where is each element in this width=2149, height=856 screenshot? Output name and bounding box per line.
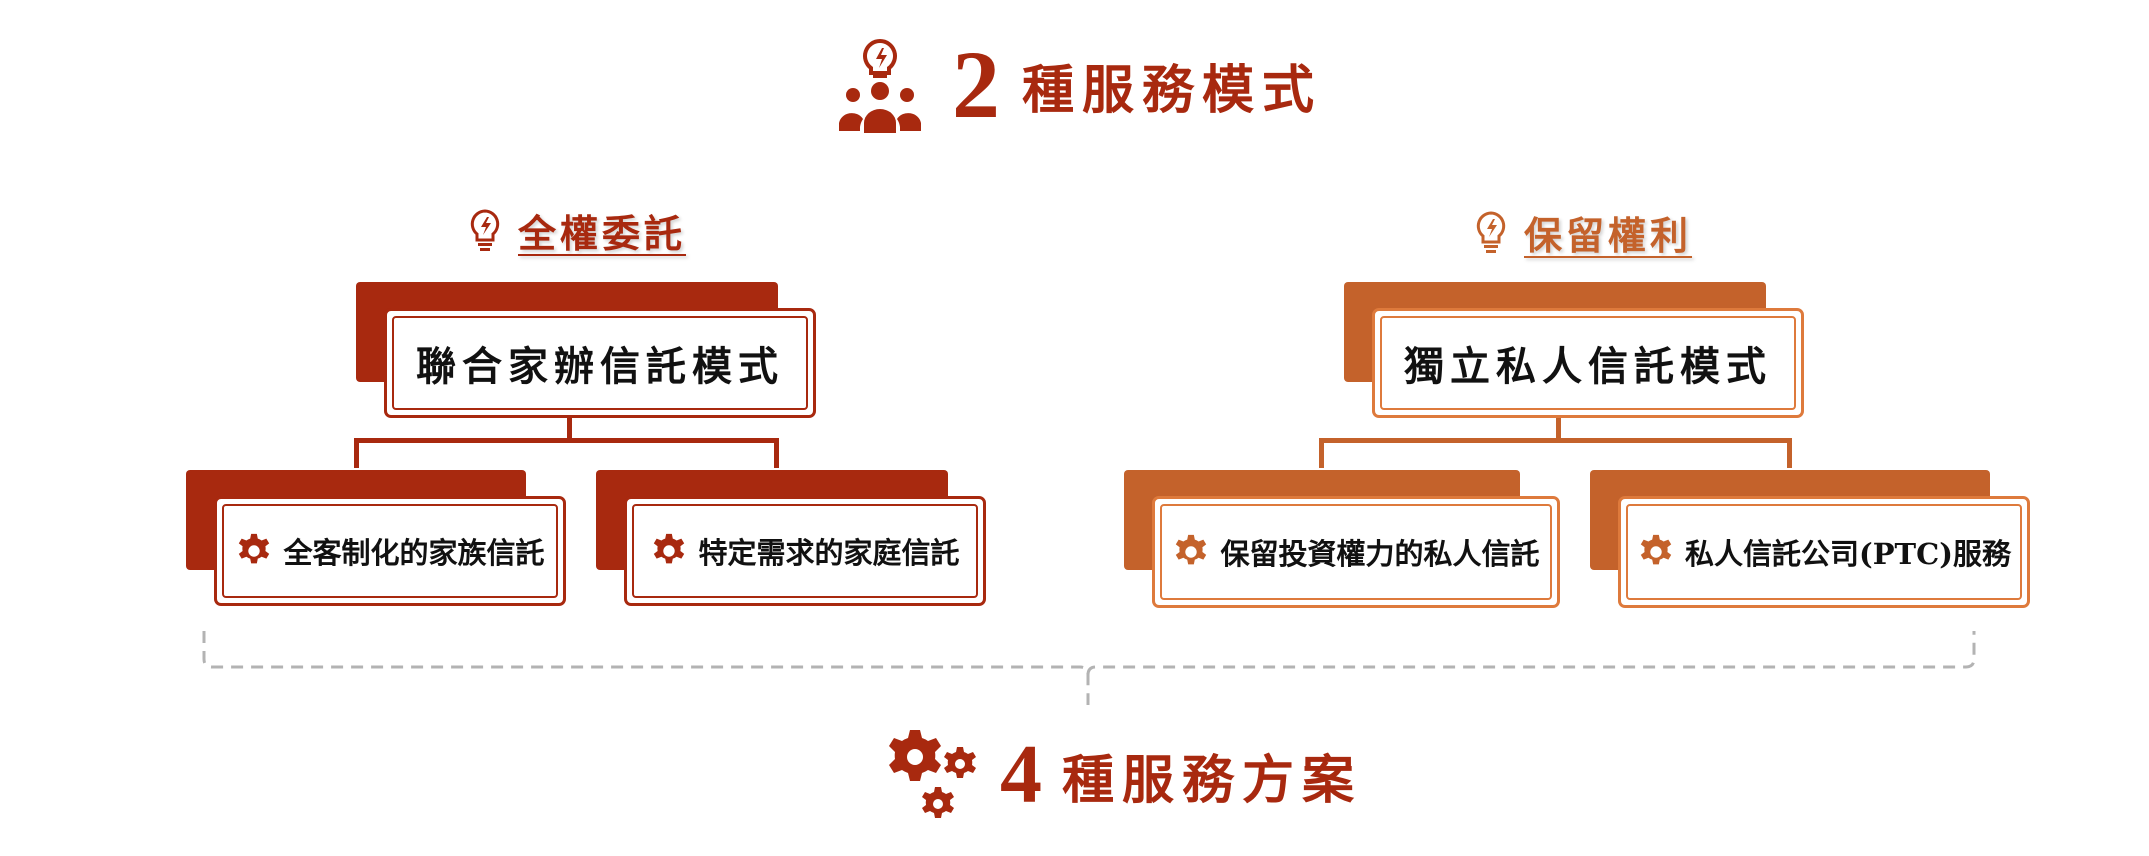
sub-box-label: 特定需求的家庭信託 [698,536,960,570]
connector [354,438,779,443]
gear-icon [1176,534,1207,565]
connector [774,438,779,468]
plan-title: 種服務方案 [1062,749,1363,811]
bottom-title: 4 種服務方案 [880,720,1400,830]
group-label-full-delegation: 全權委託 [468,200,686,260]
connector [1556,418,1561,440]
connector [1319,438,1792,443]
team-idea-icon [839,38,921,133]
main-box-independent-private-trust: 獨立私人信託模式 [1372,308,1804,418]
gear-icon [239,533,270,564]
mode-title: 種服務模式 [1022,59,1323,121]
connector [567,418,572,440]
gear-icon [1640,534,1672,565]
gears-icon [889,730,976,818]
sub-box-retained-investment-trust: 保留投資權力的私人信託 [1152,496,1560,608]
sub-box-label: 保留投資權力的私人信託 [1220,537,1540,571]
plan-count: 4 [1000,728,1042,821]
sub-box-custom-family-trust: 全客制化的家族信託 [214,496,566,606]
main-box-label: 聯合家辦信託模式 [416,343,784,390]
main-box-joint-family-office: 聯合家辦信託模式 [384,308,816,418]
connector [1787,438,1792,468]
sub-box-label: 私人信託公司(PTC)服務 [1685,537,2011,571]
group-label-retained-rights: 保留權利 [1474,202,1692,262]
sub-box-ptc-service: 私人信託公司(PTC)服務 [1618,496,2030,608]
lightbulb-icon [1476,211,1506,253]
main-box-label: 獨立私人信託模式 [1404,343,1772,390]
connector [354,438,359,468]
lightbulb-icon [470,209,500,251]
sub-box-label: 全客制化的家族信託 [283,536,545,570]
sub-box-specific-household-trust: 特定需求的家庭信託 [624,496,986,606]
gear-icon [654,533,685,564]
mode-count: 2 [952,31,1000,138]
group-label-text: 保留權利 [1524,212,1693,258]
connector [1319,438,1324,468]
top-title: 2 種服務模式 [830,30,1350,140]
group-label-text: 全權委託 [518,210,687,256]
dashed-bracket [202,631,1976,705]
